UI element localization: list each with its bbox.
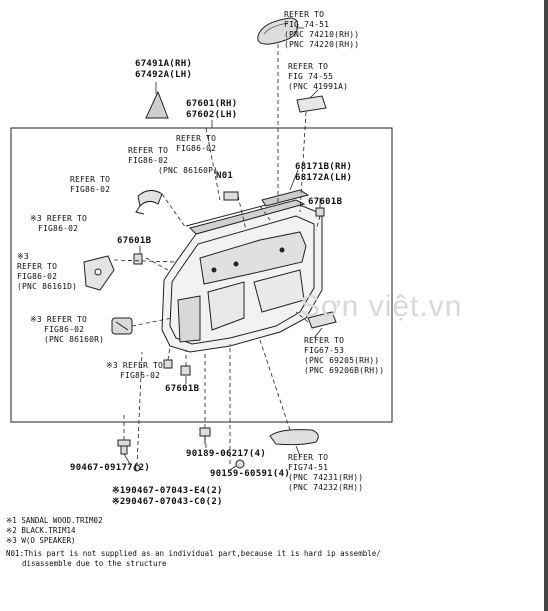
n01-clip-part bbox=[223, 191, 239, 201]
ref-fig-86-02-pnc86161d: ※3 REFER TO FIG86-02 (PNC 86161D) bbox=[17, 252, 78, 291]
belt-molding-part bbox=[261, 189, 310, 207]
leader-lines bbox=[113, 44, 321, 467]
armrest-pad-top bbox=[257, 17, 299, 45]
footnote-2: ※2 BLACK.TRIM14 bbox=[6, 526, 76, 535]
part-67491a-67492a: 67491A(RH) 67492A(LH) bbox=[135, 59, 193, 80]
clip-67601b-bottom bbox=[180, 365, 191, 376]
ref-fig-74-51-bottom: REFER TO FIG74-51 (PNC 74231(RH)) (PNC 7… bbox=[288, 453, 364, 492]
part-90467-09177: 90467-09177(2) bbox=[70, 463, 151, 473]
pointer-lines bbox=[123, 27, 323, 471]
part-67601b-left: 67601B bbox=[117, 236, 152, 246]
footnote-1: ※1 SANDAL WOOD.TRIM02 bbox=[6, 516, 103, 525]
edge-strip bbox=[544, 0, 548, 611]
part-90159-60591: 90159-60591(4) bbox=[210, 469, 291, 479]
screw-90189-06217 bbox=[199, 427, 211, 444]
ref-fig-74-51-top: REFER TO FIG 74-51 (PNC 74210(RH)) (PNC … bbox=[284, 10, 360, 49]
handle-bracket-part bbox=[83, 255, 115, 291]
part-90189-06217: 90189-06217(4) bbox=[186, 449, 267, 459]
ref-fig-74-55: REFER TO FIG 74-55 (PNC 41991A) bbox=[288, 62, 349, 91]
part-67601b-bottom: 67601B bbox=[165, 384, 200, 394]
retainer-clip-part bbox=[163, 359, 173, 369]
screw-90159-60591 bbox=[235, 459, 245, 469]
screw-90467-09177 bbox=[117, 439, 131, 455]
door-trim-board bbox=[161, 195, 323, 353]
pull-handle-part bbox=[307, 311, 337, 329]
part-68171b-68172a: 68171B(RH) 68172A(LH) bbox=[295, 162, 353, 183]
ref-fig-86-02-pnc86160p: REFER TO FIG86-02 bbox=[176, 134, 217, 153]
note-n01-marker: N01 bbox=[216, 171, 234, 181]
switch-part bbox=[111, 317, 133, 335]
part-67601-67602: 67601(RH) 67602(LH) bbox=[186, 99, 238, 120]
small-pad-part bbox=[296, 95, 327, 113]
ref-fig-86-02-d: ※3 REFER TO FIG86-02 bbox=[106, 361, 164, 380]
part-90467-07043: ※190467-07043-E4(2) ※290467-07043-C0(2) bbox=[112, 486, 223, 507]
corner-cover-part bbox=[145, 90, 169, 119]
part-67601b-right: 67601B bbox=[308, 197, 343, 207]
ref-fig-86-02-c: ※3 REFER TO FIG86-02 bbox=[30, 214, 88, 233]
ref-fig-86-02-pnc86160r: ※3 REFER TO FIG86-02 (PNC 86160R) bbox=[30, 315, 105, 344]
ref-fig-86-02-a: REFER TO FIG86-02 (PNC 86160P) bbox=[128, 146, 219, 175]
clip-67601b-upper bbox=[315, 207, 325, 217]
watermark: Sơn việt.vn bbox=[300, 290, 463, 323]
inside-handle-part bbox=[135, 190, 163, 215]
armrest-pad-bottom bbox=[269, 429, 319, 446]
footnote-3: ※3 W(O SPEAKER) bbox=[6, 536, 76, 545]
clip-67601b-left bbox=[133, 253, 143, 265]
ref-fig-86-02-b: REFER TO FIG86-02 bbox=[70, 175, 111, 194]
ref-fig-67-53: REFER TO FIG67-53 (PNC 69205(RH)) (PNC 6… bbox=[304, 336, 385, 375]
footnote-n01: N01:This part is not supplied as an indi… bbox=[6, 549, 381, 568]
assembly-frame bbox=[10, 127, 393, 423]
